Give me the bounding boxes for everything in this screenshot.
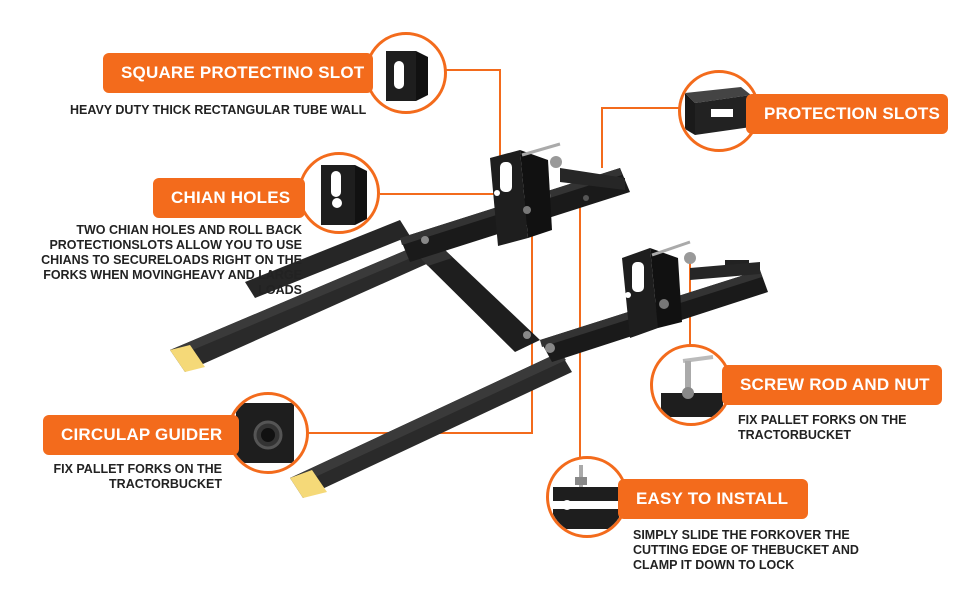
circular-guider-desc: FIX PALLET FORKS ON THE TRACTORBUCKET xyxy=(20,462,222,492)
desc-line: TWO CHIAN HOLES AND ROLL BACK xyxy=(76,223,302,237)
desc-line: CUTTING EDGE OF THEBUCKET AND xyxy=(633,543,859,557)
detail-chain-holes-circle xyxy=(298,152,380,234)
detail-circular-guider-circle xyxy=(227,392,309,474)
leader-protection xyxy=(601,107,680,168)
desc-line: CLAMP IT DOWN TO LOCK xyxy=(633,558,795,572)
desc-line: SIMPLY SLIDE THE FORKOVER THE xyxy=(633,528,850,542)
square-slot-desc: HEAVY DUTY THICK RECTANGULAR TUBE WALL xyxy=(70,103,366,118)
cross-bar xyxy=(420,250,540,352)
detail-screw-rod-circle xyxy=(650,344,732,426)
desc-line: LOADS xyxy=(258,283,302,297)
protection-slots-label: PROTECTION SLOTS xyxy=(746,94,948,134)
right-upright xyxy=(622,240,696,338)
left-upright xyxy=(490,142,562,246)
back-bar-right xyxy=(690,262,760,280)
desc-line: TRACTORBUCKET xyxy=(109,477,222,491)
screw-rod-desc: FIX PALLET FORKS ON THE TRACTORBUCKET xyxy=(738,413,907,443)
right-fork xyxy=(290,352,572,498)
desc-line: HEAVY DUTY THICK RECTANGULAR TUBE WALL xyxy=(70,103,367,117)
easy-install-desc: SIMPLY SLIDE THE FORKOVER THE CUTTING ED… xyxy=(633,528,859,573)
leader-guider xyxy=(300,212,533,434)
desc-line: FIX PALLET FORKS ON THE xyxy=(53,462,222,476)
desc-line: FORKS WHEN MOVINGHEAVY AND LARGE xyxy=(43,268,302,282)
detail-easy-install-circle xyxy=(546,456,628,538)
back-bar-left xyxy=(560,168,625,190)
chain-holes-label: CHIAN HOLES xyxy=(153,178,305,218)
detail-square-slot-circle xyxy=(365,32,447,114)
screw-rod-label: SCREW ROD AND NUT xyxy=(722,365,942,405)
desc-line: PROTECTIONSLOTS ALLOW YOU TO USE xyxy=(49,238,302,252)
desc-line: TRACTORBUCKET xyxy=(738,428,851,442)
left-fork xyxy=(170,220,440,372)
desc-line: CHIANS TO SECURELOADS RIGHT ON THE xyxy=(41,253,302,267)
easy-install-label: EASY TO INSTALL xyxy=(618,479,808,519)
desc-line: FIX PALLET FORKS ON THE xyxy=(738,413,907,427)
square-slot-label: SQUARE PROTECTINO SLOT xyxy=(103,53,373,93)
chain-holes-desc: TWO CHIAN HOLES AND ROLL BACK PROTECTION… xyxy=(20,223,302,298)
circular-guider-label: CIRCULAP GUIDER xyxy=(43,415,239,455)
leader-square-slot xyxy=(440,69,501,158)
